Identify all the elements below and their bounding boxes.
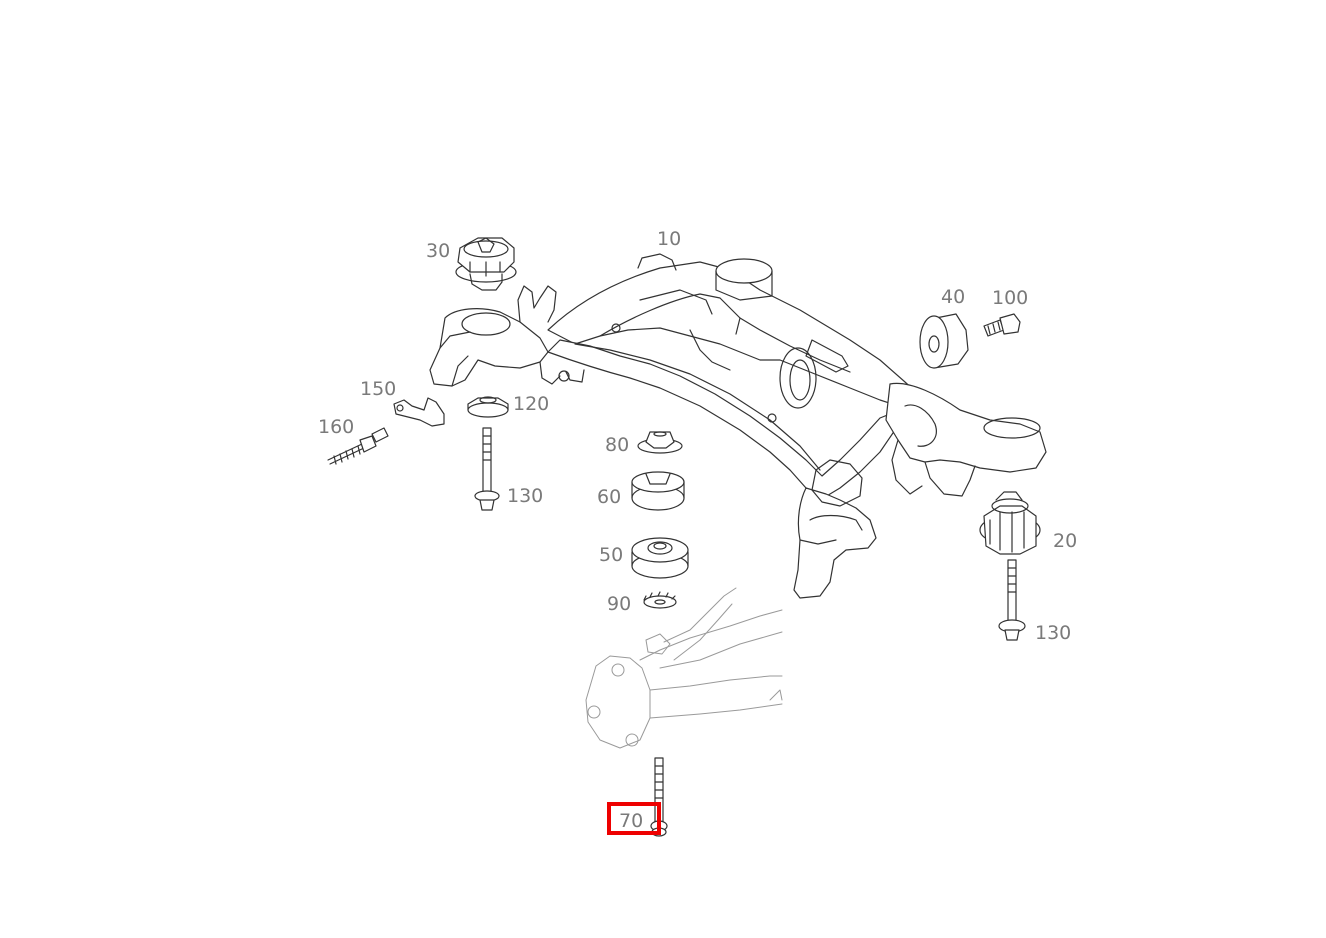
part-40-bushing[interactable] <box>919 313 969 369</box>
part-60-mount-cup[interactable] <box>631 471 685 511</box>
callout-120[interactable]: 120 <box>513 393 549 415</box>
part-20-rubber-mount[interactable] <box>979 491 1041 555</box>
part-30-rubber-mount[interactable] <box>455 237 517 291</box>
part-90-lock-washer[interactable] <box>643 591 677 609</box>
callout-130-right[interactable]: 130 <box>1035 622 1071 644</box>
callout-150[interactable]: 150 <box>360 378 396 400</box>
callout-30[interactable]: 30 <box>426 240 450 262</box>
callout-60[interactable]: 60 <box>597 486 621 508</box>
callout-50[interactable]: 50 <box>599 544 623 566</box>
part-160-stud[interactable] <box>327 427 389 465</box>
callout-10[interactable]: 10 <box>657 228 681 250</box>
callout-90[interactable]: 90 <box>607 593 631 615</box>
callout-70[interactable]: 70 <box>619 810 643 832</box>
part-100-bolt[interactable] <box>983 313 1021 337</box>
callout-130-left[interactable]: 130 <box>507 485 543 507</box>
part-50-rubber-mount[interactable] <box>631 537 689 579</box>
callout-80[interactable]: 80 <box>605 434 629 456</box>
part-120-washer[interactable] <box>467 396 509 418</box>
axle-hub-assembly-ghost <box>585 587 783 749</box>
callout-20[interactable]: 20 <box>1053 530 1077 552</box>
part-130-bolt-left[interactable] <box>474 427 500 511</box>
part-150-bracket[interactable] <box>393 397 445 427</box>
callout-100[interactable]: 100 <box>992 287 1028 309</box>
callout-160[interactable]: 160 <box>318 416 354 438</box>
selected-callout-highlight <box>607 802 661 835</box>
rear-axle-subframe[interactable] <box>429 253 1047 599</box>
callout-40[interactable]: 40 <box>941 286 965 308</box>
part-80-nut[interactable] <box>637 431 683 454</box>
part-130-bolt-right[interactable] <box>998 559 1026 641</box>
